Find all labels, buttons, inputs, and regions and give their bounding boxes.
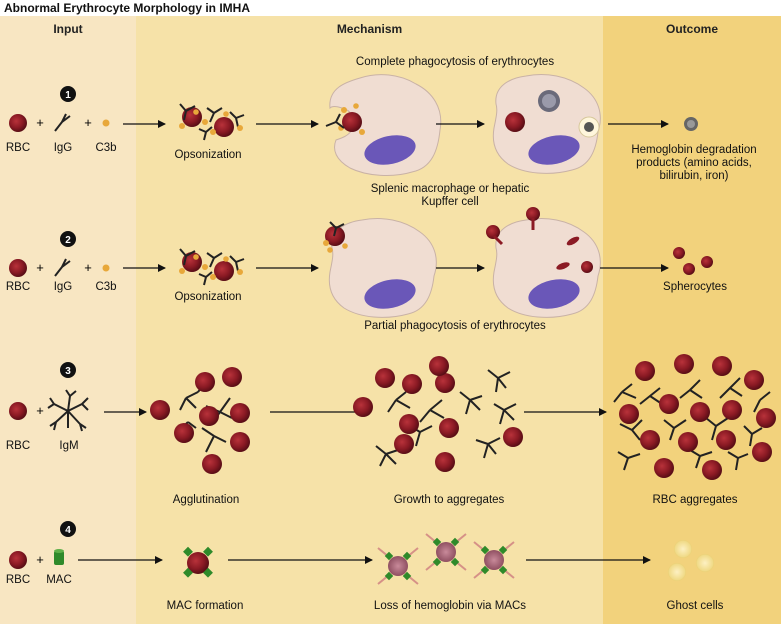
macrophage-4 xyxy=(486,207,601,318)
svg-text:+: + xyxy=(36,260,44,275)
spherocytes-icon xyxy=(673,247,713,275)
igg-label: IgG xyxy=(53,281,73,293)
ghost-cells xyxy=(668,540,714,581)
step-4-badge xyxy=(60,521,76,537)
hemoglobin-products-icon xyxy=(684,117,698,131)
mechanism-header: Mechanism xyxy=(336,22,403,36)
hemoglobin-degradation-label: Hemoglobin degradation products (amino a… xyxy=(631,144,757,182)
step-1-number: 1 xyxy=(65,90,71,101)
macrophage-2 xyxy=(492,74,601,174)
ghost-cells-label: Ghost cells xyxy=(666,600,724,612)
step-1-badge xyxy=(60,86,76,102)
outcome-header: Outcome xyxy=(665,22,718,36)
rbc-label: RBC xyxy=(5,142,31,154)
svg-text:+: + xyxy=(36,403,44,418)
partial-phagocytosis-label: Partial phagocytosis of erythrocytes xyxy=(364,320,546,332)
step-4-number: 4 xyxy=(65,525,71,536)
macrophage-1 xyxy=(325,74,442,176)
opsonized-cluster-2 xyxy=(179,248,245,286)
step-2-number: 2 xyxy=(65,235,71,246)
c3b-icon xyxy=(102,119,110,127)
c3b-label: C3b xyxy=(95,281,117,293)
opsonization-label: Opsonization xyxy=(174,149,242,161)
step-3-badge xyxy=(60,362,76,378)
c3b-label: C3b xyxy=(95,142,117,154)
svg-text:+: + xyxy=(36,552,44,567)
mac-label: MAC xyxy=(46,574,72,586)
igg-icon xyxy=(54,113,71,132)
rbc-icon xyxy=(9,259,27,277)
igm-label: IgM xyxy=(59,440,79,452)
mac-formation-label: MAC formation xyxy=(166,600,244,612)
rbc-label: RBC xyxy=(5,281,31,293)
growth-label: Growth to aggregates xyxy=(393,494,505,506)
opsonized-cluster-1 xyxy=(179,103,245,141)
svg-text:+: + xyxy=(84,260,92,275)
mac-icon xyxy=(54,549,64,565)
igg-label: IgG xyxy=(53,142,73,154)
igg-icon xyxy=(54,258,71,277)
rbc-icon xyxy=(9,114,27,132)
c3b-icon xyxy=(102,264,110,272)
svg-text:+: + xyxy=(36,115,44,130)
macrophage-3 xyxy=(323,218,437,318)
rbc-icon xyxy=(9,402,27,420)
rbc-aggregates xyxy=(613,354,776,480)
rbc-label: RBC xyxy=(5,440,31,452)
step-2-badge xyxy=(60,231,76,247)
opsonization-label: Opsonization xyxy=(174,291,242,303)
agglutination-cluster xyxy=(150,367,250,474)
figure-title: Abnormal Erythrocyte Morphology in IMHA xyxy=(4,1,251,15)
hemoglobin-loss-label: Loss of hemoglobin via MACs xyxy=(373,600,527,612)
hemoglobin-loss-cells xyxy=(377,533,515,585)
input-header: Input xyxy=(53,22,83,36)
rbc-icon xyxy=(9,551,27,569)
svg-text:+: + xyxy=(84,115,92,130)
rbc-label: RBC xyxy=(5,574,31,586)
mac-formation-cell xyxy=(183,546,213,578)
complete-phagocytosis-label: Complete phagocytosis of erythrocytes xyxy=(355,56,555,68)
spherocytes-label: Spherocytes xyxy=(663,281,727,293)
macrophage-label: Splenic macrophage or hepatic Kupffer ce… xyxy=(370,183,530,208)
igm-icon xyxy=(47,389,89,432)
growing-aggregates xyxy=(353,356,523,472)
agglutination-label: Agglutination xyxy=(172,494,240,506)
step-3-number: 3 xyxy=(65,366,71,377)
rbc-aggregates-label: RBC aggregates xyxy=(652,494,738,506)
